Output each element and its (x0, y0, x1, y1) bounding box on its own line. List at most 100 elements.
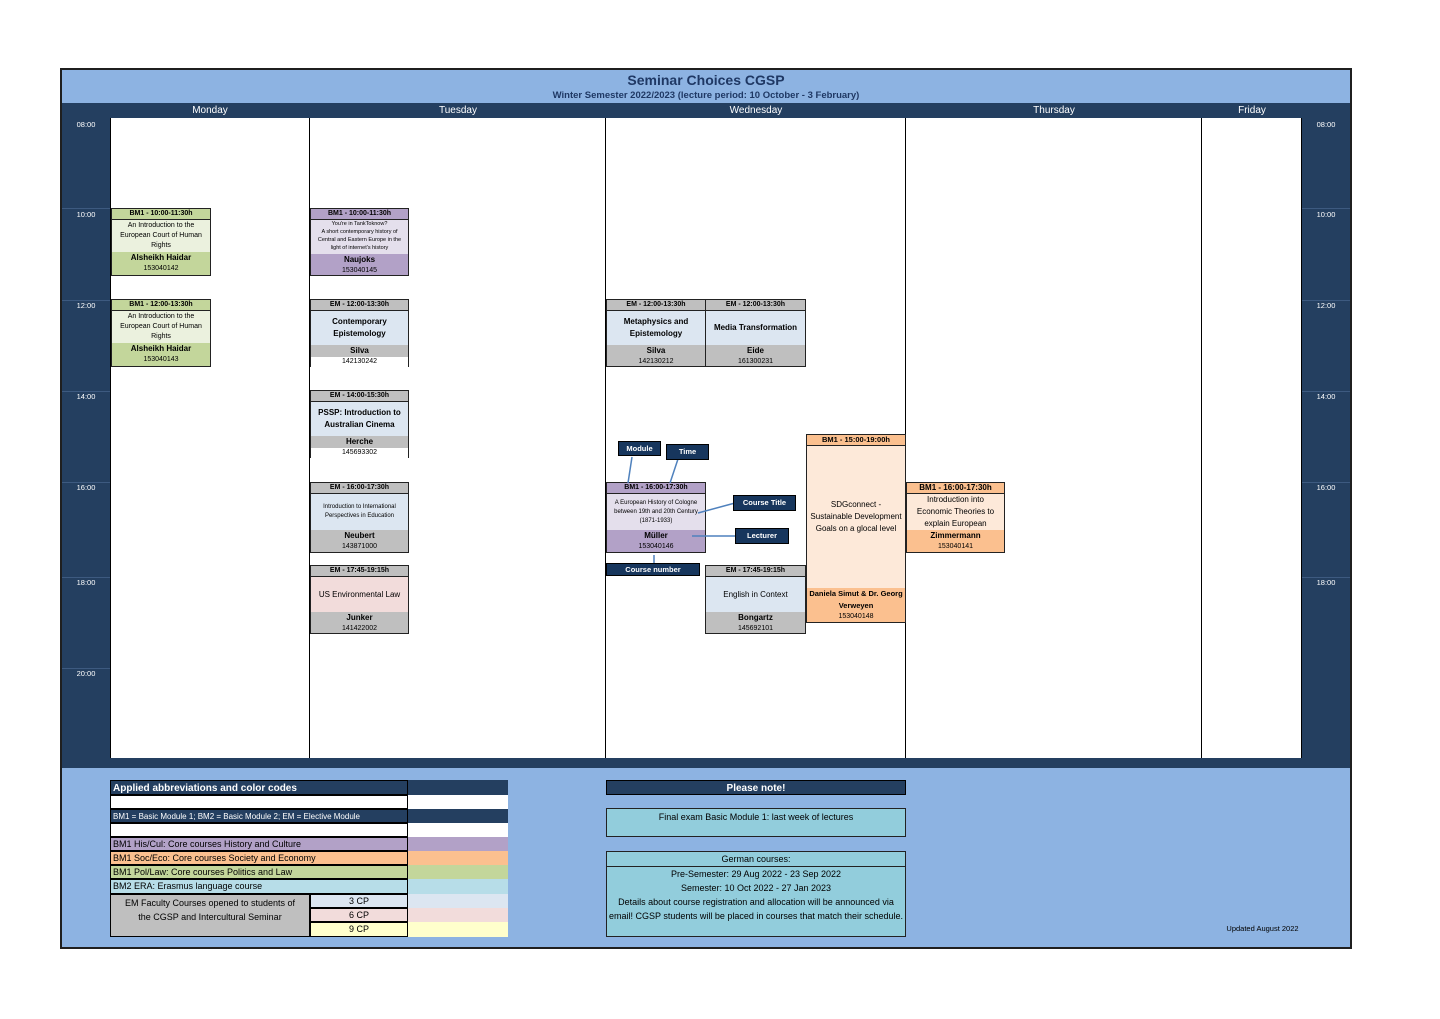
legend-swatch-white (408, 823, 508, 837)
course-lecturer: Alsheikh Haidar (130, 253, 192, 262)
course-card[interactable]: BM1 - 16:00-17:30h A European History of… (606, 482, 706, 553)
legend-em-faculty: EM Faculty Courses opened to students of… (110, 894, 310, 937)
course-number: 142130212 (638, 358, 674, 365)
callout-course-number: Course number (606, 563, 700, 576)
course-lecturer: Daniela Simut & Dr. Georg Verweyen (809, 589, 903, 610)
updated-note: Updated August 2022 (1226, 924, 1299, 933)
legend-swatch-dark (408, 780, 508, 795)
course-card[interactable]: BM1 - 10:00-11:30h An Introduction to th… (111, 208, 211, 276)
course-module-time: BM1 - 10:00-11:30h (311, 209, 408, 220)
course-card[interactable]: BM1 - 15:00-19:00h SDGconnect - Sustaina… (806, 434, 906, 623)
notes-heading: Please note! (606, 780, 906, 795)
course-title: Media Transformation (706, 311, 805, 345)
note-final-exam: Final exam Basic Module 1: last week of … (606, 808, 906, 837)
course-module-time: EM - 17:45-19:15h (311, 566, 408, 577)
arrow-title (697, 502, 736, 514)
course-title: An Introduction to the European Court of… (112, 311, 210, 343)
german-heading: German courses: (607, 852, 905, 867)
course-module-time: EM - 16:00-17:30h (311, 483, 408, 494)
day-monday: Monday (192, 105, 228, 116)
time-label: 10:00 (1316, 210, 1336, 219)
german-pre-semester: Pre-Semester: 29 Aug 2022 - 23 Sep 2022 (670, 869, 842, 879)
time-label: 16:00 (76, 483, 96, 492)
legend-swatch-white (408, 795, 508, 809)
time-column-right: 08:00 10:00 12:00 14:00 16:00 18:00 (1302, 118, 1350, 758)
course-module-time: EM - 14:00-15:30h (311, 391, 408, 402)
legend-6cp: 6 CP (310, 908, 408, 922)
course-lecturer: Eide (747, 346, 764, 355)
time-label: 16:00 (1316, 483, 1336, 492)
course-title: US Environmental Law (311, 577, 408, 612)
course-card[interactable]: EM - 12:00-13:30h Media Transformation E… (705, 299, 806, 367)
callout-lecturer: Lecturer (735, 528, 789, 544)
course-title: English in Context (706, 577, 805, 612)
legend-9cp: 9 CP (310, 922, 408, 937)
course-title: Introduction into Economic Theories to e… (907, 494, 1004, 530)
legend-pol-law: BM1 Pol/Law: Core courses Politics and L… (110, 865, 408, 879)
german-details: Details about course registration and al… (609, 897, 903, 921)
footer-divider (62, 758, 1350, 768)
callout-module: Module (618, 441, 661, 456)
course-number: 141422002 (341, 625, 378, 632)
callout-course-title: Course Title (733, 495, 796, 511)
course-card[interactable]: EM - 12:00-13:30h Metaphysics and Episte… (606, 299, 706, 367)
course-lecturer: Alsheikh Haidar (130, 344, 192, 353)
page-title: Seminar Choices CGSP (627, 72, 785, 88)
course-card[interactable]: BM1 - 12:00-13:30h An Introduction to th… (111, 299, 211, 367)
legend-swatch-6cp (408, 908, 508, 922)
legend-swatch-3cp (408, 894, 508, 908)
course-number: 153040141 (937, 543, 974, 550)
course-number: 153040142 (143, 265, 179, 272)
legend-blank-row (110, 823, 408, 837)
arrow-time (669, 458, 679, 484)
time-label: 14:00 (1316, 392, 1336, 401)
time-label: 14:00 (76, 392, 96, 401)
course-title: PSSP: Introduction to Australian Cinema (311, 402, 408, 436)
note-german-courses: German courses: Pre-Semester: 29 Aug 202… (606, 851, 906, 937)
arrow-module (627, 456, 633, 484)
legend-abbreviations: BM1 = Basic Module 1; BM2 = Basic Module… (110, 809, 408, 823)
course-module-time: EM - 12:00-13:30h (311, 300, 408, 311)
callout-time: Time (666, 444, 709, 460)
course-number: 153040143 (143, 356, 179, 363)
legend-swatch-dark (408, 809, 508, 823)
course-card[interactable]: EM - 12:00-13:30h Contemporary Epistemol… (310, 299, 409, 367)
title-band: Seminar Choices CGSP Winter Semester 202… (62, 70, 1350, 103)
course-module-time: BM1 - 10:00-11:30h (112, 209, 210, 220)
course-card[interactable]: EM - 16:00-17:30h Introduction to Intern… (310, 482, 409, 553)
legend-his-cul: BM1 His/Cul: Core courses History and Cu… (110, 837, 408, 851)
day-friday: Friday (1238, 105, 1266, 116)
legend-swatch-era (408, 879, 508, 894)
course-module-time: EM - 12:00-13:30h (607, 300, 705, 311)
course-card[interactable]: BM1 - 10:00-11:30h You're in TankToknow?… (310, 208, 409, 276)
legend-heading: Applied abbreviations and color codes (110, 780, 408, 795)
time-label: 12:00 (76, 301, 96, 310)
time-label: 18:00 (1316, 578, 1336, 587)
legend-3cp: 3 CP (310, 894, 408, 908)
german-semester: Semester: 10 Oct 2022 - 27 Jan 2023 (680, 883, 832, 893)
course-title: You're in TankToknow? A short contempora… (311, 220, 408, 254)
time-label: 18:00 (76, 578, 96, 587)
day-thursday: Thursday (1033, 105, 1075, 116)
legend-swatch-9cp (408, 922, 508, 937)
course-module-time: EM - 12:00-13:30h (706, 300, 805, 311)
course-card[interactable]: EM - 17:45-19:15h English in Context Bon… (705, 565, 806, 634)
course-card[interactable]: EM - 17:45-19:15h US Environmental Law J… (310, 565, 409, 634)
course-module-time: BM1 - 16:00-17:30h (907, 483, 1004, 494)
course-lecturer: Zimmermann (930, 531, 981, 540)
legend-swatch-pol-law (408, 865, 508, 879)
course-lecturer: Naujoks (343, 255, 376, 264)
course-lecturer: Silva (350, 346, 369, 355)
day-wednesday: Wednesday (729, 105, 783, 116)
column-friday (1202, 118, 1302, 758)
course-module-time: EM - 17:45-19:15h (706, 566, 805, 577)
legend-blank-row (110, 795, 408, 809)
course-card[interactable]: BM1 - 16:00-17:30h Introduction into Eco… (906, 482, 1005, 553)
course-number: 145692101 (737, 625, 774, 632)
course-card[interactable]: EM - 14:00-15:30h PSSP: Introduction to … (310, 390, 409, 458)
legend-swatch-soc-eco (408, 851, 508, 865)
time-label: 08:00 (76, 120, 96, 129)
course-module-time: BM1 - 15:00-19:00h (807, 435, 905, 446)
course-title: Metaphysics and Epistemology (607, 311, 705, 345)
legend-swatch-his-cul (408, 837, 508, 851)
